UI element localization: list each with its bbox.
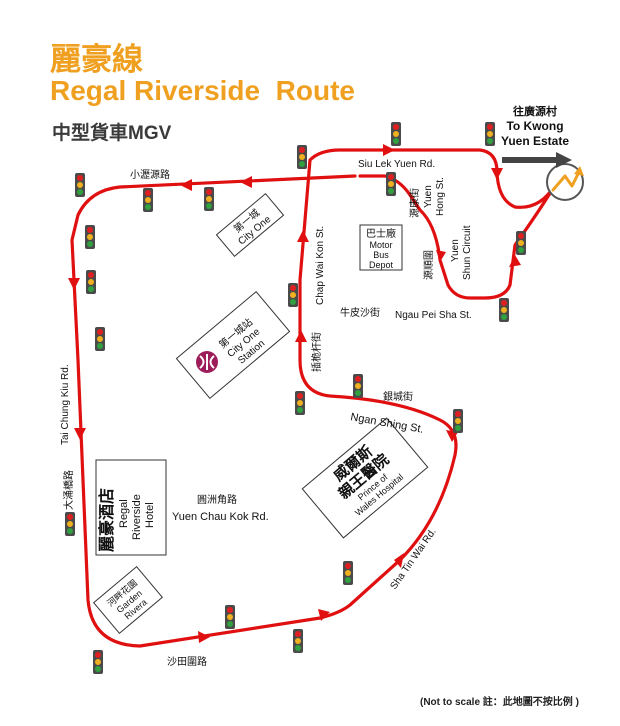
road-ngan-shing-zh: 銀城街 xyxy=(383,390,413,403)
road-yuen-hong-en-1: Yuen xyxy=(423,185,434,208)
city-one-box xyxy=(215,193,285,257)
place-depot-zh: 巴士廠 xyxy=(366,227,396,240)
vehicle-type: 中型貨車MGV xyxy=(52,123,172,144)
arrow-ngan-shing xyxy=(446,430,458,442)
place-depot-en-1: Motor xyxy=(369,240,392,250)
road-chap-wai-kon-en: Chap Wai Kon St. xyxy=(315,226,326,305)
road-tai-chung-kiu-zh: 大涌橋路 xyxy=(62,470,75,510)
arrow-tai-chung-kiu-1 xyxy=(68,278,80,290)
traffic-light-icon xyxy=(93,650,103,674)
road-yuen-shun-en-1: Yuen xyxy=(450,239,461,262)
traffic-light-icon xyxy=(297,145,307,169)
destination-zh: 往廣源村 xyxy=(513,104,557,118)
arrow-yuen-shun xyxy=(509,255,521,267)
road-chap-wai-kon-zh: 插桅杆街 xyxy=(310,332,323,372)
route-line xyxy=(70,148,557,648)
traffic-light-icon xyxy=(499,298,509,322)
route-title-zh: 麗豪線 xyxy=(50,42,143,77)
road-siu-lek-yuen-zh: 小瀝源路 xyxy=(130,168,170,181)
mtr-logo-icon xyxy=(196,351,218,373)
traffic-light-icon xyxy=(225,605,235,629)
motor-bus-depot-box xyxy=(359,224,403,271)
arrow-siu-lek-yuen-1 xyxy=(240,176,252,188)
traffic-light-icon xyxy=(65,512,75,536)
arrow-siu-lek-yuen-east xyxy=(383,144,395,156)
traffic-light-icon xyxy=(343,561,353,585)
road-yuen-hong-en-2: Hong St. xyxy=(435,177,446,216)
road-siu-lek-yuen-en: Siu Lek Yuen Rd. xyxy=(358,159,435,170)
place-hotel-en-3: Hotel xyxy=(144,502,156,528)
traffic-light-icon xyxy=(204,187,214,211)
arrow-depot-loop xyxy=(436,250,446,262)
traffic-light-icon xyxy=(295,391,305,415)
traffic-light-icon xyxy=(516,231,526,255)
place-depot-en-3: Depot xyxy=(369,260,394,270)
place-hotel-en-2: Riverside xyxy=(131,494,143,540)
road-yuen-shun-zh: 源順圍 xyxy=(422,250,435,280)
road-yuen-chau-kok-en: Yuen Chau Kok Rd. xyxy=(172,511,269,523)
road-yuen-chau-kok-zh: 圓洲角路 xyxy=(197,493,237,506)
arrow-chap-wai-kon-2 xyxy=(297,230,309,242)
traffic-light-icon xyxy=(143,188,153,212)
not-to-scale-note: (Not to scale 註：此地圖不按比例 ) xyxy=(420,697,579,708)
road-yuen-shun-en-2: Shun Circuit xyxy=(462,225,473,280)
arrow-sha-tin-wai-2 xyxy=(318,609,330,621)
arrow-tai-chung-kiu-2 xyxy=(74,428,86,440)
traffic-light-icon xyxy=(485,122,495,146)
arrow-sha-tin-wai-3 xyxy=(394,553,404,568)
traffic-light-icon xyxy=(353,374,363,398)
destination-en-2: Yuen Estate xyxy=(501,134,569,148)
place-depot-en-2: Bus xyxy=(373,250,389,260)
destination-en-1: To Kwong xyxy=(506,119,563,133)
destination-arrow-icon xyxy=(502,152,572,168)
traffic-light-icon xyxy=(386,172,396,196)
road-sha-tin-wai-zh: 沙田圍路 xyxy=(167,655,207,668)
arrow-to-roundabout xyxy=(491,168,503,180)
place-hotel-en-1: Regal xyxy=(118,499,130,528)
arrow-chap-wai-kon xyxy=(295,330,307,342)
traffic-light-icon xyxy=(288,283,298,307)
traffic-light-icon xyxy=(391,122,401,146)
traffic-light-icon xyxy=(85,225,95,249)
arrow-sha-tin-wai-1 xyxy=(198,631,210,643)
traffic-light-icon xyxy=(75,173,85,197)
traffic-light-icon xyxy=(95,327,105,351)
route-title-en: Regal Riverside Route xyxy=(50,75,355,106)
traffic-light-icon xyxy=(293,629,303,653)
road-ngau-pei-sha-zh: 牛皮沙街 xyxy=(340,306,380,319)
road-tai-chung-kiu-en: Tai Chung Kiu Rd. xyxy=(60,364,71,445)
traffic-light-icon xyxy=(86,270,96,294)
route-arrows xyxy=(68,144,521,643)
prince-of-wales-hospital-box xyxy=(301,417,429,539)
road-ngau-pei-sha-en: Ngau Pei Sha St. xyxy=(395,310,472,321)
arrow-siu-lek-yuen-2 xyxy=(180,179,192,191)
place-hotel-zh: 麗豪酒店 xyxy=(97,488,116,552)
road-yuen-hong-zh: 源康街 xyxy=(408,188,421,218)
regal-riverside-hotel-box xyxy=(95,459,167,556)
traffic-light-icon xyxy=(453,409,463,433)
turnaround-icon xyxy=(546,163,584,201)
garden-rivera-box xyxy=(92,565,164,635)
